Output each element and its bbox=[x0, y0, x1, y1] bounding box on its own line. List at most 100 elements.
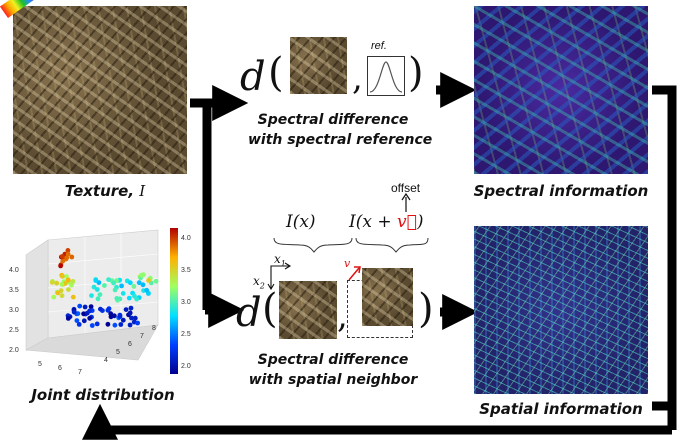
tick-label: 8 bbox=[152, 325, 156, 332]
axis-x1-subscript: 1 bbox=[280, 259, 286, 269]
scatter-point bbox=[91, 284, 97, 290]
texture-image bbox=[13, 6, 187, 174]
spatial-d-symbol: d bbox=[236, 290, 262, 336]
texture-caption-prefix: Texture, bbox=[64, 182, 140, 200]
axis-x2-symbol: x bbox=[253, 274, 260, 288]
scatter-point bbox=[127, 322, 133, 328]
scatter-point bbox=[74, 318, 80, 323]
scatter-point bbox=[102, 283, 107, 288]
scatter-point bbox=[49, 280, 55, 285]
axis-x2-label: x2 bbox=[253, 274, 265, 290]
scatter-point bbox=[126, 295, 132, 301]
label-ixv-vector: v⃗ bbox=[397, 212, 417, 232]
tick-label: 2.5 bbox=[9, 327, 19, 334]
spatial-comma: , bbox=[337, 296, 348, 336]
ref-label: ref. bbox=[371, 40, 387, 52]
label-i-of-x-plus-v: I(x + v⃗) bbox=[349, 212, 423, 232]
axis-x1-label: x1 bbox=[274, 252, 286, 268]
scatter-point bbox=[88, 304, 94, 309]
label-i-of-x: I(x) bbox=[286, 212, 316, 232]
scatter-point bbox=[59, 282, 65, 287]
tick-label: 4.0 bbox=[181, 235, 191, 242]
scatter-point bbox=[76, 322, 82, 327]
label-ixv-suffix: ) bbox=[416, 212, 424, 232]
scatter-point bbox=[65, 251, 71, 257]
scatter-point bbox=[119, 283, 124, 289]
spectral-reference-curve bbox=[367, 56, 405, 96]
scatter-point bbox=[59, 273, 65, 279]
scatter-point bbox=[89, 293, 94, 298]
scatter-point bbox=[131, 284, 137, 289]
scatter-point bbox=[66, 287, 71, 292]
scatter-point bbox=[58, 263, 63, 269]
scatter-point bbox=[117, 314, 123, 319]
tick-label: 3.5 bbox=[181, 267, 191, 274]
scatter-point bbox=[146, 278, 152, 283]
scatter-point bbox=[120, 317, 126, 323]
scatter-point bbox=[65, 277, 71, 283]
tick-label: 5 bbox=[38, 361, 42, 368]
plot-floor bbox=[24, 324, 159, 361]
scatter-point bbox=[94, 321, 100, 327]
spectral-information-caption: Spectral information bbox=[473, 182, 649, 200]
scatter-point bbox=[65, 248, 71, 253]
spatial-difference-caption: Spectral difference with spatial neighbo… bbox=[248, 350, 418, 390]
scatter-point bbox=[114, 296, 120, 301]
return-path-spectral bbox=[652, 85, 677, 430]
shift-vector-arrow bbox=[348, 266, 361, 281]
tick-label: 7 bbox=[140, 333, 144, 340]
scatter-points bbox=[49, 248, 159, 328]
scatter-point bbox=[87, 308, 92, 314]
scatter-point bbox=[59, 254, 65, 259]
scatter-point bbox=[105, 307, 111, 313]
spectral-difference-caption: Spectral difference with spectral refere… bbox=[248, 110, 433, 150]
spectral-d-symbol: d bbox=[240, 54, 266, 100]
scatter-point bbox=[111, 313, 117, 319]
scatter-point bbox=[89, 323, 95, 328]
spectral-caption-line2: with spectral reference bbox=[248, 132, 433, 148]
scatter-point bbox=[118, 322, 124, 327]
scatter-point bbox=[132, 315, 138, 321]
scatter-point bbox=[55, 290, 61, 296]
scatter-point bbox=[128, 305, 134, 311]
scatter-point bbox=[94, 287, 100, 292]
scatter-point bbox=[105, 321, 111, 327]
scatter-point bbox=[140, 282, 146, 288]
spectral-close-paren: ) bbox=[408, 50, 424, 96]
scatter-point bbox=[65, 316, 71, 321]
axis-x1-symbol: x bbox=[274, 252, 281, 266]
tick-label: 2.5 bbox=[181, 331, 191, 338]
scatter-point bbox=[120, 291, 126, 296]
scatter-point bbox=[136, 280, 142, 286]
spatial-close-paren: ) bbox=[418, 286, 434, 332]
scatter-point bbox=[139, 272, 145, 278]
shifted-texture-thumbnail bbox=[362, 268, 413, 326]
texture-caption: Texture, I bbox=[40, 182, 170, 200]
axis-x2-subscript: 2 bbox=[259, 281, 265, 291]
scatter-point bbox=[54, 280, 60, 286]
spatial-open-paren: ( bbox=[262, 286, 278, 332]
tick-label: 3.0 bbox=[181, 299, 191, 306]
scatter-point bbox=[144, 287, 150, 293]
tick-label: 4.0 bbox=[9, 267, 19, 274]
scatter-point bbox=[106, 277, 111, 282]
colorbar-tick-labels: 4.0 3.5 3.0 2.5 2.0 bbox=[181, 235, 191, 370]
scatter-point bbox=[123, 307, 129, 312]
scatter-point bbox=[77, 303, 83, 309]
scatter-point bbox=[75, 311, 81, 316]
scatter-point bbox=[98, 306, 103, 312]
tick-label: 6 bbox=[58, 365, 62, 372]
scatter-point bbox=[87, 315, 93, 321]
scatter-point bbox=[64, 255, 70, 261]
return-path-bottom bbox=[82, 403, 672, 440]
scatter-point bbox=[51, 294, 57, 300]
spectral-comma: , bbox=[352, 58, 363, 98]
scatter-point bbox=[60, 258, 66, 264]
scatter-point bbox=[135, 320, 140, 326]
tick-label: 2.0 bbox=[181, 363, 191, 370]
colorbar bbox=[170, 228, 178, 374]
scatter-point bbox=[69, 254, 75, 260]
spectral-caption-line1: Spectral difference bbox=[257, 112, 409, 128]
